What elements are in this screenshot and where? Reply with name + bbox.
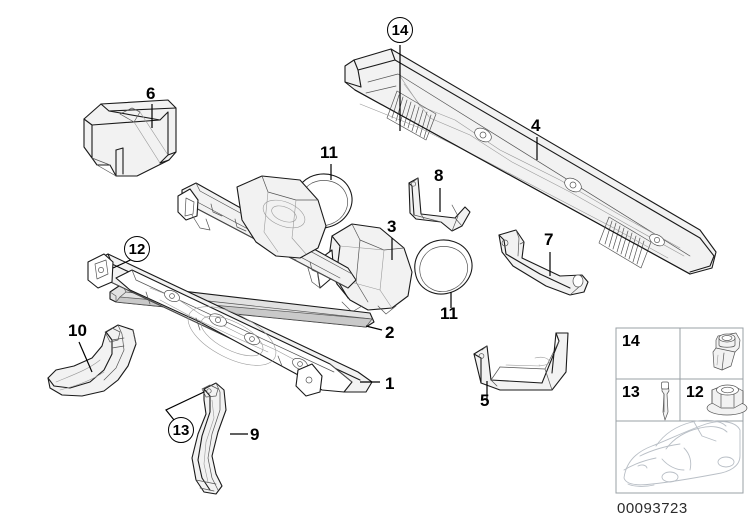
part-5-duct-bracket	[473, 332, 569, 391]
part-4-cowl-cover-panel	[344, 48, 717, 275]
callout-10: 10	[68, 321, 87, 340]
part-12-mount-rail	[177, 175, 357, 289]
part-9-water-drain-hose	[191, 382, 227, 495]
part-11-gasket-lower	[414, 239, 473, 295]
part-7-trim-strip	[498, 229, 589, 296]
callout-3: 3	[387, 217, 397, 236]
car-silhouette-icon	[623, 419, 741, 487]
flange-nut-icon	[706, 384, 748, 416]
legend-number-13: 13	[622, 384, 640, 401]
callout-2: 2	[385, 323, 395, 342]
part-10-air-duct-left	[47, 324, 137, 397]
part-8-mounting-bracket	[408, 177, 471, 232]
callout-11-lower: 11	[440, 304, 458, 323]
callout-8: 8	[434, 166, 444, 185]
rivet-pin-icon	[661, 381, 670, 421]
legend-number-14: 14	[622, 333, 640, 350]
diagram-part-number: 00093723	[617, 500, 688, 517]
grommet-clip-icon	[712, 332, 741, 371]
callout-12: 12	[124, 236, 150, 262]
part-1-cowl-support-frame	[87, 253, 373, 397]
callout-13: 13	[168, 417, 194, 443]
part-6-air-box-housing	[83, 99, 177, 177]
callout-11-upper: 11	[320, 143, 338, 162]
callout-4: 4	[531, 116, 541, 135]
callout-9: 9	[250, 425, 260, 444]
callout-6: 6	[146, 84, 156, 103]
callout-7: 7	[544, 230, 554, 249]
callout-14: 14	[387, 17, 413, 43]
callout-5: 5	[480, 391, 490, 410]
callout-1: 1	[385, 374, 395, 393]
legend-box	[615, 327, 748, 494]
legend-number-12: 12	[686, 384, 704, 401]
